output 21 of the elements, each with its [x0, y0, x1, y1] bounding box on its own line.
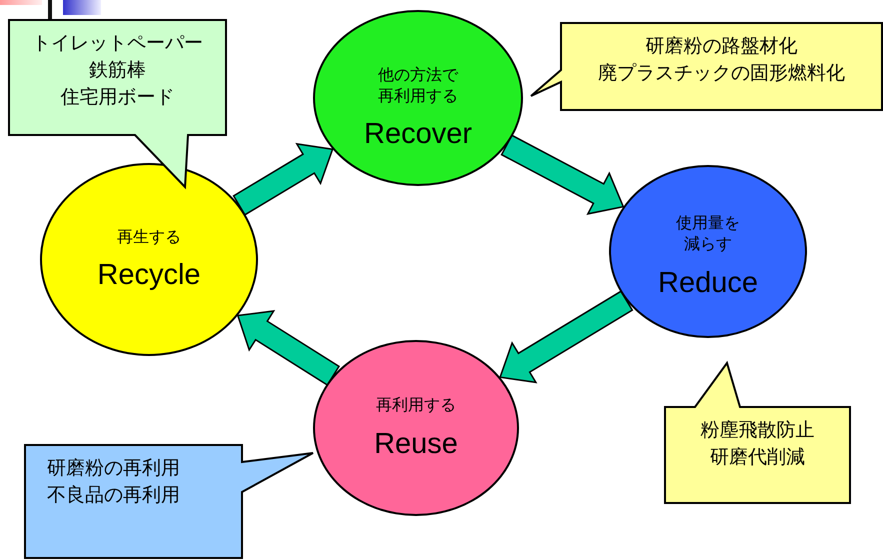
- block-arrow: [232, 142, 334, 216]
- callout-text: 研磨粉の路盤材化: [646, 34, 798, 59]
- block-arrow: [500, 134, 624, 215]
- block-arrow: [236, 310, 340, 386]
- circle-heading: 再生する: [117, 226, 181, 248]
- circle-title: Recover: [364, 118, 472, 152]
- circle-title: Reduce: [658, 266, 758, 300]
- circle-heading: 他の方法で再利用する: [376, 64, 460, 106]
- callout-text: トイレットペーパー: [32, 31, 203, 56]
- circle-heading: 再利用する: [376, 395, 456, 416]
- circle-heading: 使用量を減らす: [674, 213, 741, 255]
- callout-text: 研磨代削減: [710, 445, 805, 470]
- callout-text: 研磨粉の再利用: [47, 456, 180, 481]
- callout-text: 不良品の再利用: [47, 483, 180, 508]
- callout-text: 住宅用ボード: [60, 85, 174, 110]
- block-arrow: [499, 290, 634, 384]
- callout-text: 鉄筋棒: [89, 58, 146, 83]
- callout-text: 粉塵飛散防止: [700, 418, 814, 443]
- circle-title: Reuse: [374, 428, 458, 461]
- circle-title: Recycle: [97, 259, 201, 292]
- callout-text: 廃プラスチックの固形燃料化: [598, 61, 845, 86]
